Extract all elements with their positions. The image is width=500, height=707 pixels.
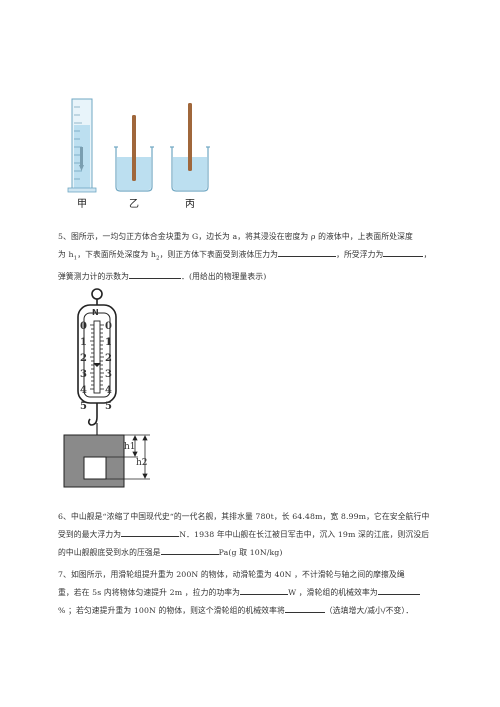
q7-blank-efficiency[interactable] (377, 585, 420, 595)
dimension-arrows (106, 434, 150, 480)
q5-line-2: 为 h1，下表面所处深度为 h2，则正方体下表面受到液体压力为，所受浮力为， (58, 246, 458, 268)
h1-label: h1 (124, 442, 136, 452)
question-6: 6、中山舰是“浓缩了中国现代史“的一代名舰，其排水量 780t，长 64.48m… (58, 508, 458, 562)
question-7: 7、如图所示，用滑轮组提升重为 200N 的物体，动滑轮重为 40N ，不计滑轮… (58, 566, 458, 620)
q6-blank-pressure[interactable] (160, 545, 219, 555)
q5-line-1: 5、图所示，一均匀正方体合金块重为 G，边长为 a，将其浸没在密度为 ρ 的液体… (58, 232, 413, 241)
q5-blank-pressure-force[interactable] (278, 247, 337, 257)
spring-scale-ring-icon (91, 288, 103, 305)
figure-2-drawing (63, 288, 150, 488)
label-jia: 甲 (77, 199, 87, 210)
q6-blank-max-buoyancy[interactable] (121, 527, 180, 537)
q7-line-1: 7、如图所示，用滑轮组提升重为 200N 的物体，动滑轮重为 40N ，不计滑轮… (58, 570, 405, 579)
q7-blank-efficiency-change[interactable] (284, 603, 325, 613)
label-bing: 丙 (185, 199, 195, 210)
metal-block-in-liquid-icon (63, 434, 125, 488)
q5-blank-scale-reading[interactable] (129, 269, 182, 279)
spring-scale-body-icon (77, 304, 117, 404)
spring-scale-letter-n: N (92, 308, 99, 317)
q7-line-3: % ；若匀速提升重为 100N 的物体，则这个滑轮组的机械效率将（选填增大/减小… (58, 602, 458, 620)
graduated-cylinder-icon (67, 98, 97, 193)
beaker-bing-icon (170, 103, 210, 192)
q5-line-3: 弹簧测力计的示数为．(用给出的物理量表示) (58, 268, 458, 286)
scale-numbers-left: 0 1 2 3 4 5 (80, 321, 87, 412)
scale-numbers-right: 0 1 2 3 4 5 (105, 321, 112, 412)
label-yi: 乙 (129, 199, 139, 210)
q6-line-1: 6、中山舰是“浓缩了中国现代史“的一代名舰，其排水量 780t，长 64.48m… (58, 512, 430, 521)
spring-scale-hook-icon (87, 403, 98, 435)
figure-1 (60, 95, 220, 215)
q7-blank-power[interactable] (240, 585, 289, 595)
figure-2 (60, 285, 160, 490)
h2-label: h2 (136, 458, 148, 468)
beaker-yi-icon (114, 115, 154, 192)
figure-1-drawing (67, 98, 210, 193)
question-5: 5、图所示，一均匀正方体合金块重为 G，边长为 a，将其浸没在密度为 ρ 的液体… (58, 228, 458, 286)
q5-blank-buoyancy[interactable] (383, 247, 424, 257)
